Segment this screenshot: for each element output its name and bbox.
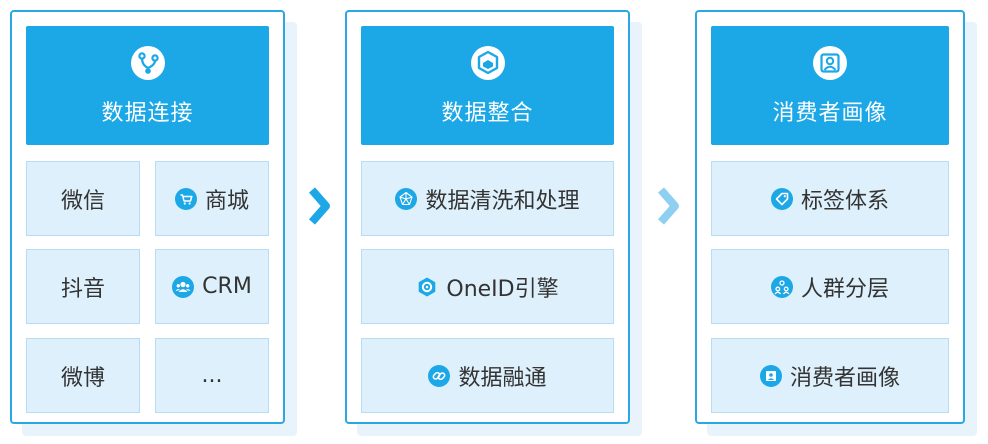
integration-oneid: OneID引擎	[361, 249, 614, 324]
source-wechat: 微信	[26, 161, 140, 236]
panel: 消费者画像 标签体系 人群分层	[695, 10, 965, 424]
panel-header: 数据整合	[361, 26, 614, 145]
item-label: 微信	[60, 188, 105, 214]
id-card-icon	[759, 364, 782, 387]
connection-icon	[130, 46, 165, 80]
source-crm: CRM	[155, 249, 269, 324]
profile-segmentation: 人群分层	[711, 249, 949, 324]
source-douyin: 抖音	[26, 249, 140, 324]
panel: 数据连接 微信 商城 抖音 CR	[10, 10, 285, 424]
link-icon	[428, 364, 451, 387]
integration-fusion: 数据融通	[361, 338, 614, 413]
source-mall: 商城	[155, 161, 269, 236]
users-icon	[172, 275, 195, 298]
portrait-icon	[813, 46, 847, 80]
item-label: 消费者画像	[789, 365, 900, 391]
panel-header: 消费者画像	[711, 26, 949, 145]
item-label: 人群分层	[800, 276, 889, 302]
item-label: 标签体系	[800, 188, 889, 214]
source-more: ...	[155, 338, 269, 413]
shopping-cart-icon	[174, 187, 197, 210]
network-icon	[395, 187, 418, 210]
profile-tag-system: 标签体系	[711, 161, 949, 236]
tag-icon	[770, 187, 793, 210]
item-label: 抖音	[60, 276, 105, 302]
item-label: CRM	[202, 274, 252, 299]
panel-title: 消费者画像	[772, 101, 888, 126]
panel: 数据整合 数据清洗和处理 OneID引擎 数据融通	[345, 10, 630, 424]
panel-header: 数据连接	[26, 26, 269, 145]
chevron-right-icon	[308, 187, 330, 225]
column-data-integration: 数据整合 数据清洗和处理 OneID引擎 数据融通	[345, 10, 642, 436]
panel-title: 数据连接	[101, 101, 194, 126]
profile-consumer-portrait: 消费者画像	[711, 338, 949, 413]
item-label: 商城	[204, 188, 249, 214]
item-label: 数据融通	[458, 365, 547, 391]
item-label: OneID引擎	[446, 276, 559, 302]
source-weibo: 微博	[26, 338, 140, 413]
integration-cleaning: 数据清洗和处理	[361, 161, 614, 236]
chevron-right-icon	[657, 187, 679, 225]
group-icon	[770, 275, 793, 298]
panel-title: 数据整合	[441, 101, 534, 126]
item-label: 数据清洗和处理	[425, 188, 580, 214]
gear-hex-icon	[419, 277, 436, 296]
item-label: ...	[201, 363, 223, 388]
item-label: 微博	[60, 365, 105, 391]
column-consumer-profile: 消费者画像 标签体系 人群分层	[695, 10, 977, 436]
cube-icon	[470, 46, 505, 80]
column-data-connection: 数据连接 微信 商城 抖音 CR	[10, 10, 297, 436]
